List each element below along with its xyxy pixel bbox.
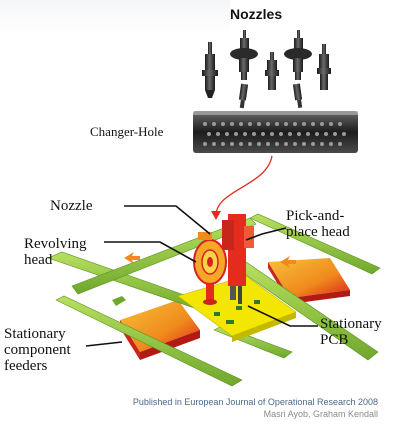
direction-arrow-icon bbox=[280, 256, 296, 268]
top-background-fade bbox=[0, 0, 230, 34]
nozzle-icon bbox=[284, 30, 312, 80]
pick-and-place-head bbox=[222, 214, 254, 304]
label-revolving-head: Revolving head bbox=[24, 236, 87, 268]
diagram-title: Nozzles bbox=[230, 6, 283, 22]
changer-hole-strip bbox=[193, 111, 358, 153]
label-stationary-pcb: Stationary PCB bbox=[320, 316, 382, 348]
leader-lines bbox=[85, 205, 318, 347]
label-pick-and-place-head: Pick-and- place head bbox=[286, 208, 350, 240]
feeder-block-right bbox=[268, 258, 350, 304]
label-changer-hole: Changer-Hole bbox=[90, 124, 164, 139]
direction-arrow-icon bbox=[124, 252, 140, 264]
credit-authors: Masri Ayob, Graham Kendall bbox=[263, 409, 378, 419]
nozzle-icon bbox=[202, 42, 218, 98]
changer-to-head-arrow bbox=[215, 155, 273, 217]
revolving-head bbox=[193, 232, 227, 305]
nozzle-icon bbox=[265, 52, 279, 90]
label-stationary-feeders: Stationary component feeders bbox=[4, 326, 71, 374]
nozzle-icon bbox=[317, 44, 331, 90]
nozzle-icon bbox=[238, 83, 249, 109]
credit-publication: Published in European Journal of Operati… bbox=[132, 397, 378, 407]
label-nozzle: Nozzle bbox=[50, 198, 93, 214]
nozzle-icon bbox=[230, 30, 258, 80]
nozzles-photo bbox=[202, 30, 331, 109]
nozzle-icon bbox=[292, 83, 303, 108]
